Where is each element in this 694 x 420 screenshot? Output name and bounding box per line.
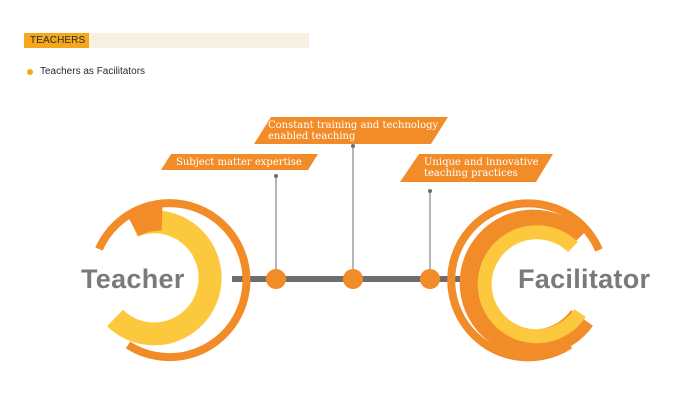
milestone-node-3	[420, 269, 440, 289]
facilitator-outer-arc	[447, 199, 603, 362]
teacher-label: Teacher	[81, 264, 185, 294]
leader-dot-3	[428, 189, 432, 193]
milestone-node-2	[343, 269, 363, 289]
section-header-bar	[24, 33, 309, 48]
ribbon-2-line-2: enabled teaching	[268, 131, 356, 142]
ribbon-3	[400, 154, 553, 182]
ribbon-label-1: Subject matter expertise	[176, 157, 302, 168]
teacher-outer-arc	[95, 199, 251, 362]
ribbon-3-line-2: teaching practices	[424, 168, 518, 179]
facilitator-ring	[447, 199, 603, 362]
leader-dot-2	[351, 144, 355, 148]
ribbon-2	[254, 117, 448, 144]
teacher-inner-arc	[106, 210, 222, 346]
ribbon-2-line-1: Constant training and technology	[268, 120, 439, 131]
leader-dot-1	[274, 174, 278, 178]
ribbon-1-line-1: Subject matter expertise	[176, 157, 302, 168]
ribbon-3-line-1: Unique and innovative	[424, 157, 539, 168]
facilitator-label: Facilitator	[518, 264, 651, 294]
ribbon-label-2: Constant training and technology enabled…	[268, 120, 438, 142]
bullet-text: Teachers as Facilitators	[40, 66, 146, 77]
teacher-arc-accent	[127, 207, 163, 237]
bullet-dot-icon	[27, 69, 33, 75]
facilitator-yellow-arc	[477, 225, 586, 344]
ribbon-1	[161, 154, 318, 170]
milestone-node-1	[266, 269, 286, 289]
ribbon-label-3: Unique and innovative teaching practices	[424, 157, 538, 179]
section-tag: TEACHERS	[24, 33, 89, 48]
teacher-ring	[95, 199, 251, 362]
